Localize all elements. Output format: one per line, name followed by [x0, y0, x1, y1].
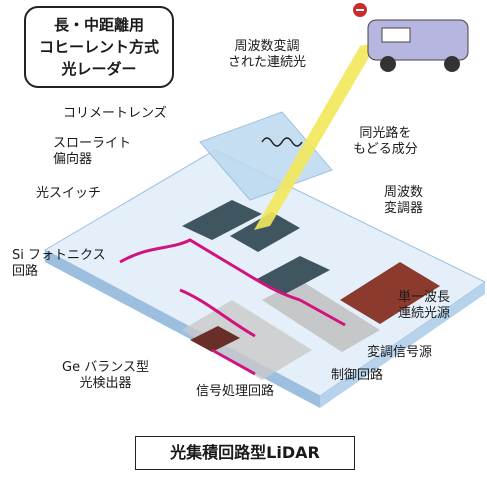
optical-switch-label: 光スイッチ — [36, 186, 102, 201]
slow-light-deflector-label: スローライト 偏向器 — [53, 136, 132, 167]
chip-substrate-side — [320, 282, 485, 408]
waveguide-branch-3 — [211, 348, 256, 376]
modulation-signal-source-label: 変調信号源 — [367, 345, 433, 360]
optical-switch-block — [182, 200, 262, 240]
returning-component-label: 同光路を もどる成分 — [353, 126, 418, 157]
title-line-3: 光レーダー — [61, 60, 137, 78]
frequency-modulator-label: 周波数 変調器 — [384, 185, 424, 216]
waveguide-main — [119, 238, 301, 302]
stop-sign-bar — [356, 9, 364, 11]
title-box: 長・中距離用 コヒーレント方式 光レーダー — [24, 6, 174, 88]
modulator-block — [255, 256, 330, 294]
waveguide-branch-2 — [299, 298, 346, 327]
cw-laser-source — [340, 262, 440, 324]
collimator-lens-label: コリメートレンズ — [63, 106, 167, 121]
waveguide-branch-1 — [179, 288, 256, 338]
ge-photodetector-label: Ge バランス型 光検出器 — [62, 360, 149, 391]
light-beam — [254, 42, 378, 230]
title-line-1: 長・中距離用 — [53, 16, 144, 34]
collimator-lens — [199, 111, 333, 201]
caption: 光集積回路型LiDAR — [135, 436, 355, 470]
car-icon — [367, 19, 469, 72]
title-line-2: コヒーレント方式 — [38, 38, 159, 56]
wavy-light-icon — [261, 137, 303, 147]
modulated-light-label: 周波数変調 された連続光 — [228, 39, 307, 70]
si-photonics-label: Si フォトニクス 回路 — [12, 248, 106, 279]
signal-processing-label: 信号処理回路 — [196, 384, 275, 399]
cw-source-label: 単一波長 連続光源 — [398, 290, 451, 321]
deflector-block — [230, 212, 300, 252]
signal-processing-trace — [182, 300, 312, 380]
control-circuit-label: 制御回路 — [331, 368, 384, 383]
photodetector-block — [190, 326, 240, 352]
